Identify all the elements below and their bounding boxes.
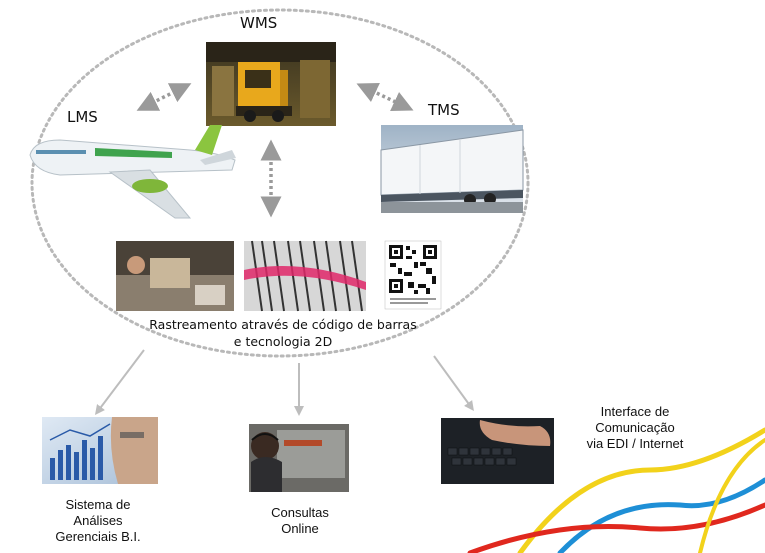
edi-label-line1: Interface de (600, 404, 670, 419)
edi-label-line3: via EDI / Internet (586, 436, 684, 451)
system-boundary-ellipse (30, 8, 530, 358)
tracking-caption-line1: Rastreamento através de código de barras (149, 317, 417, 332)
edi-keyboard-image (441, 418, 554, 484)
lms-label: LMS (67, 108, 98, 126)
wms-tms-arrow (356, 83, 414, 111)
tracking-caption-line2: e tecnologia 2D (233, 334, 333, 349)
online-label-line2: Online (281, 521, 319, 536)
qr-code-image (384, 240, 442, 310)
package-scanning-image (116, 241, 234, 311)
online-operator-image (249, 424, 349, 492)
barcode-laser-image (244, 240, 366, 312)
lms-airplane-image (29, 125, 236, 219)
tracking-caption: Rastreamento através de código de barras… (120, 316, 446, 350)
wms-forklift-image (206, 42, 336, 126)
tms-truck-image (380, 125, 524, 213)
decorative-waves (467, 427, 765, 553)
connector-to-edi (433, 355, 474, 412)
tms-label: TMS (428, 101, 460, 119)
edi-label: Interface de Comunicação via EDI / Inter… (570, 404, 700, 452)
bi-label-line3: Gerenciais B.I. (55, 529, 141, 544)
lms-wms-arrow (136, 83, 192, 111)
wms-label: WMS (240, 14, 278, 32)
online-label-line1: Consultas (271, 505, 329, 520)
bi-label-line1: Sistema de (65, 497, 131, 512)
edi-label-line2: Comunicação (595, 420, 675, 435)
bi-analytics-image (42, 417, 158, 484)
online-label: Consultas Online (250, 505, 350, 537)
connector-to-bi (94, 349, 145, 415)
bi-label: Sistema de Análises Gerenciais B.I. (38, 497, 158, 545)
bi-label-line2: Análises (73, 513, 123, 528)
